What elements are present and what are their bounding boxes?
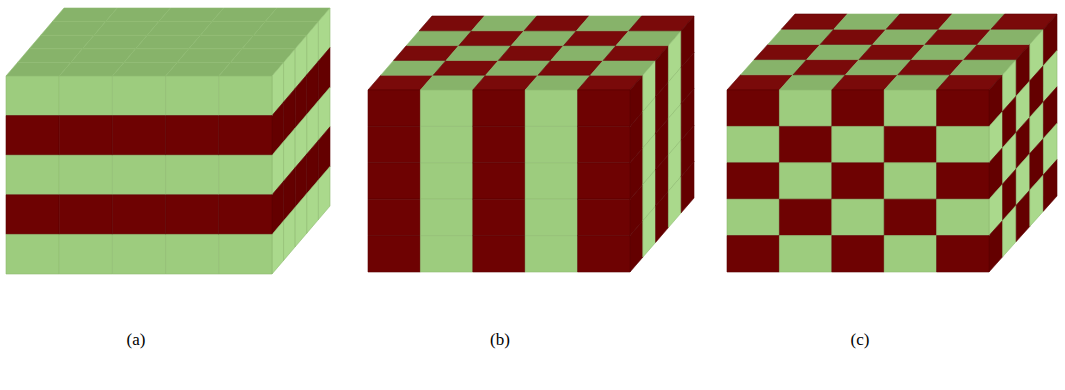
cube-cell xyxy=(727,126,779,162)
cube-cell xyxy=(295,194,307,247)
cube-cell xyxy=(578,199,630,235)
cube-cell xyxy=(937,236,989,272)
cube-cell xyxy=(59,195,112,235)
cube-cell xyxy=(219,155,272,195)
cube-cell xyxy=(1016,190,1030,242)
cube-cell xyxy=(525,199,577,235)
cube-cell xyxy=(473,90,525,126)
cube-cell xyxy=(727,199,779,235)
cube-cell xyxy=(307,180,319,233)
cube-cell xyxy=(59,234,112,274)
cube-cell xyxy=(420,90,472,126)
cube-cell xyxy=(219,195,272,235)
columnar-cube xyxy=(368,16,694,272)
cube-cell xyxy=(318,166,330,219)
cube-cell xyxy=(166,155,219,195)
cube-cell xyxy=(166,76,219,116)
cube-cell xyxy=(656,191,669,242)
checkerboard-cube xyxy=(727,14,1057,272)
cube-cell xyxy=(779,199,831,235)
cube-cell xyxy=(6,76,59,116)
cube-cell xyxy=(368,236,420,272)
cube-cell xyxy=(884,163,936,199)
cube-cell xyxy=(420,199,472,235)
cube-cell xyxy=(578,236,630,272)
cube-cell xyxy=(59,155,112,195)
cube-cell xyxy=(525,163,577,199)
layered-cube xyxy=(6,8,330,274)
cube-cell xyxy=(219,76,272,116)
cube-cell xyxy=(578,163,630,199)
cube-cell xyxy=(112,234,165,274)
cube-cell xyxy=(59,116,112,156)
cube-cell xyxy=(6,155,59,195)
cube-cell xyxy=(6,195,59,235)
cube-cell xyxy=(1003,205,1017,257)
cube-cell xyxy=(112,195,165,235)
cube-cell xyxy=(884,199,936,235)
cube-cell xyxy=(368,163,420,199)
cube-cell xyxy=(884,90,936,126)
cube-cell xyxy=(578,126,630,162)
cube-cell xyxy=(59,76,112,116)
cube-cell xyxy=(272,221,284,274)
cube-cell xyxy=(6,116,59,156)
cube-cell xyxy=(368,199,420,235)
cube-cell xyxy=(284,207,296,260)
cube-cell xyxy=(368,126,420,162)
cube-cell xyxy=(420,236,472,272)
cube-cell xyxy=(884,236,936,272)
cube-cell xyxy=(937,199,989,235)
cube-cell xyxy=(219,234,272,274)
cube-cell xyxy=(727,163,779,199)
cube-cell xyxy=(525,126,577,162)
cube-cell xyxy=(832,126,884,162)
cube-cell xyxy=(112,76,165,116)
cube-cell xyxy=(420,126,472,162)
cube-cell xyxy=(6,234,59,274)
cube-cell xyxy=(1030,175,1044,227)
panel-label: (b) xyxy=(490,330,510,350)
cube-cell xyxy=(832,236,884,272)
cube-cell xyxy=(112,155,165,195)
cube-cell xyxy=(166,116,219,156)
cube-cell xyxy=(643,206,656,257)
cube-cell xyxy=(578,90,630,126)
cube-cell xyxy=(779,236,831,272)
cube-cell xyxy=(473,126,525,162)
cube-cell xyxy=(779,126,831,162)
cube-cell xyxy=(525,236,577,272)
cube-cell xyxy=(525,90,577,126)
cube-cell xyxy=(832,199,884,235)
cube-cell xyxy=(779,90,831,126)
cube-cell xyxy=(681,162,694,213)
cube-cell xyxy=(884,126,936,162)
cube-cell xyxy=(630,221,643,272)
cube-cell xyxy=(473,199,525,235)
cube-cell xyxy=(166,234,219,274)
cube-cell xyxy=(779,163,831,199)
cube-cell xyxy=(219,116,272,156)
panel-label: (c) xyxy=(851,330,870,350)
cube-cell xyxy=(727,236,779,272)
cube-cell xyxy=(473,236,525,272)
cube-cell xyxy=(937,126,989,162)
cube-cell xyxy=(420,163,472,199)
cube-cell xyxy=(368,90,420,126)
cube-cell xyxy=(668,176,681,227)
cube-cell xyxy=(832,90,884,126)
cube-cell xyxy=(937,90,989,126)
cube-cell xyxy=(727,90,779,126)
cube-cell xyxy=(1043,160,1057,212)
panel-label: (a) xyxy=(127,330,146,350)
cube-cell xyxy=(832,163,884,199)
cube-cell xyxy=(989,220,1003,272)
cube-cell xyxy=(112,116,165,156)
cube-cell xyxy=(166,195,219,235)
cube-cell xyxy=(937,163,989,199)
cube-cell xyxy=(473,163,525,199)
